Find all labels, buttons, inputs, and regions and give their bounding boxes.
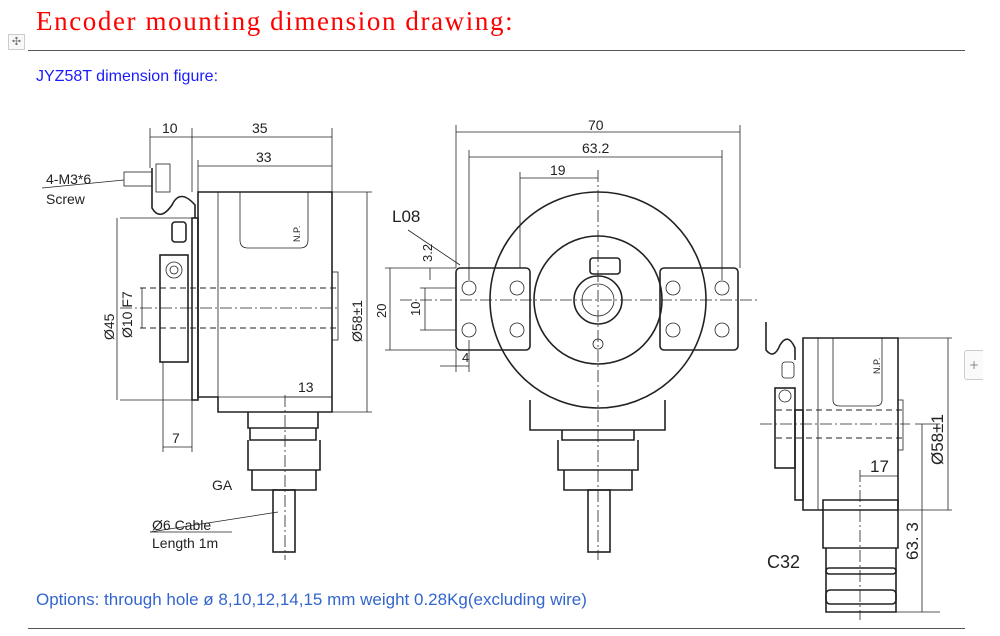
c32-dia-58: Ø58±1 [928,414,947,465]
front-view: 70 63.2 19 L08 3.2 20 10 4 [374,117,760,560]
dim-35: 35 [252,120,268,136]
dim-33: 33 [256,149,272,165]
dim-10-front: 10 [408,302,423,316]
dim-4: 4 [462,350,469,365]
dim-63-2: 63.2 [582,140,609,156]
screw-label-2: Screw [46,191,86,207]
title-divider [28,50,965,51]
c32-np-label: N.P. [872,358,882,374]
np-label: N.P. [292,226,302,242]
move-handle-icon[interactable]: ✣ [8,34,25,50]
cable-label: Ø6 Cable [152,517,211,533]
bottom-divider [28,628,965,629]
dim-10: 10 [162,120,178,136]
dim-7: 7 [172,430,180,446]
dim-17: 17 [870,457,889,476]
dim-13: 13 [298,379,314,395]
c32-label: C32 [767,552,800,572]
dim-70: 70 [588,117,604,133]
dim-20: 20 [374,304,389,318]
dia-58: Ø58±1 [349,300,365,342]
cable-length-label: Length 1m [152,535,218,551]
dim-63-3: 63. 3 [903,522,922,560]
page-title: Encoder mounting dimension drawing: [36,6,515,36]
dim-19: 19 [550,162,566,178]
c32-view: N.P. Ø58±1 17 63. 3 C32 [760,322,952,620]
ga-label: GA [212,477,233,493]
dia-10: Ø10 F7 [119,291,135,338]
dia-45: Ø45 [101,313,117,340]
screw-label: 4-M3*6 [46,171,91,187]
options-text: Options: through hole ø 8,10,12,14,15 mm… [36,590,587,609]
side-view: 10 35 33 4-M3*6 Screw Ø45 Ø10 F7 Ø58±1 N… [41,120,372,560]
add-button[interactable]: + [964,350,983,380]
l08-label: L08 [392,207,420,226]
dim-3-2: 3.2 [420,244,435,262]
section-subtitle: JYZ58T dimension figure: [36,68,219,85]
